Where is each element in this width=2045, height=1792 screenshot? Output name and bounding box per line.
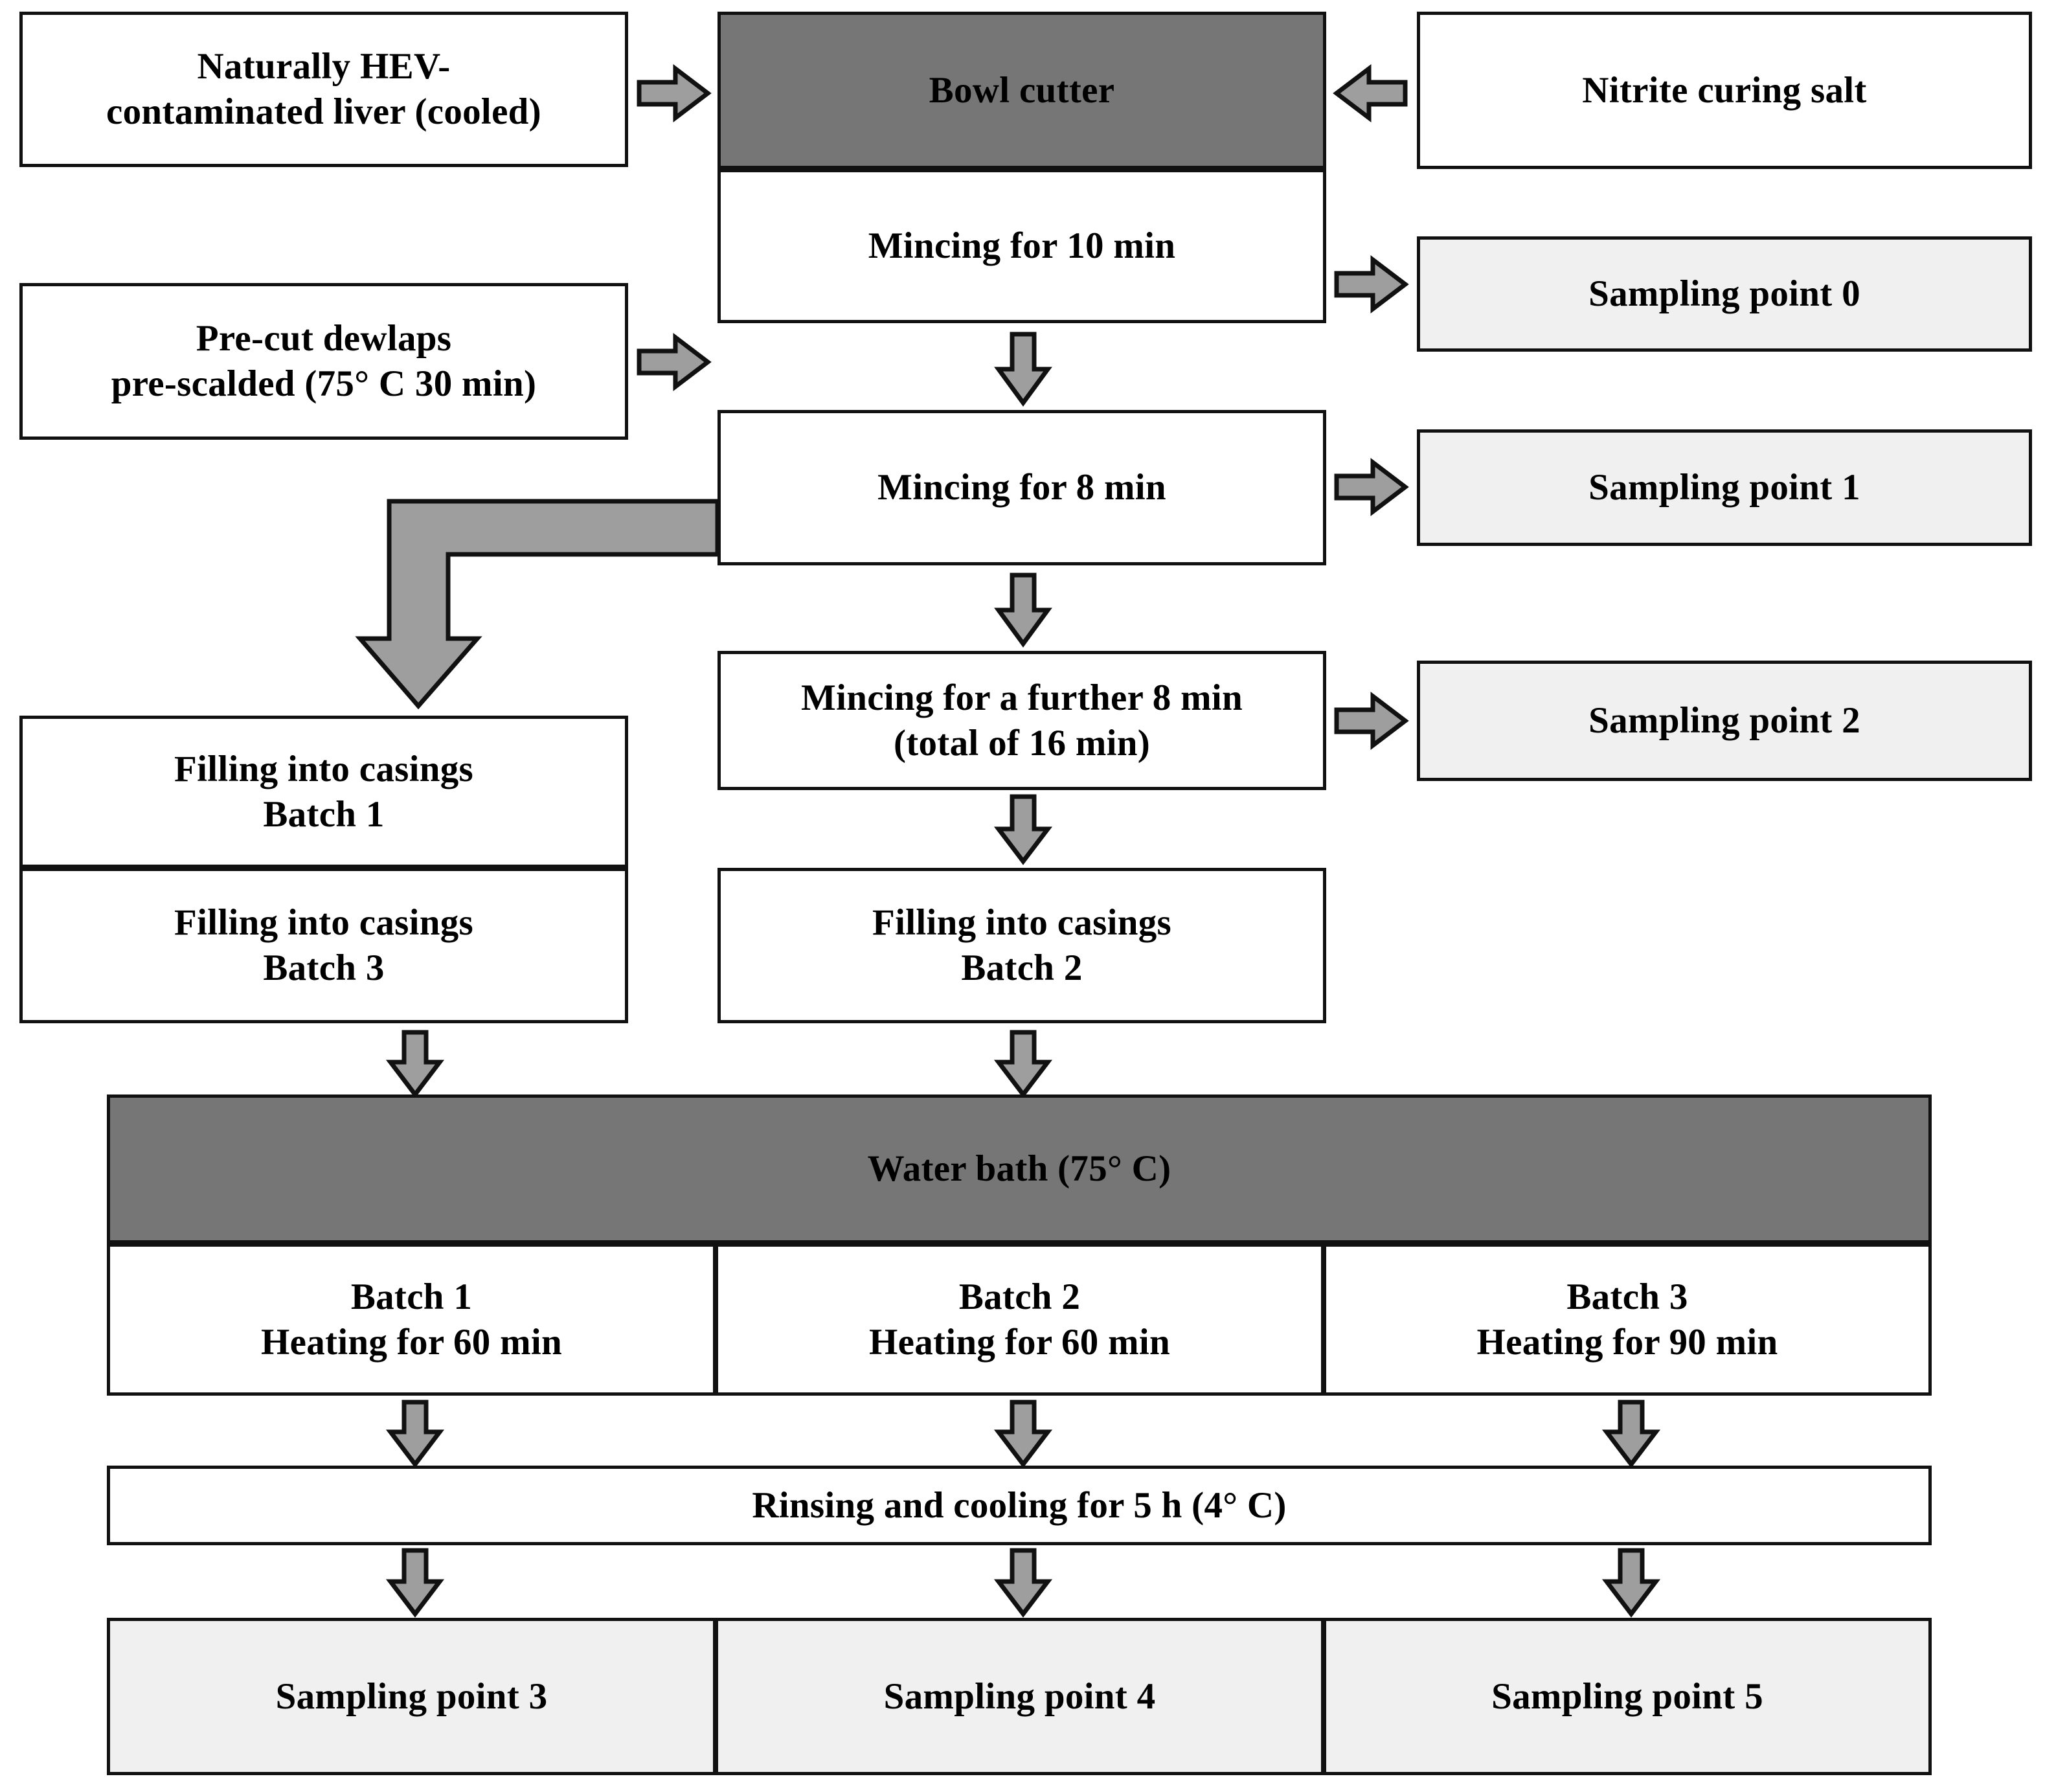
node-heating-batch-3: Batch 3 Heating for 90 min xyxy=(1323,1243,1932,1396)
arrow-mincing8-to-sampling1 xyxy=(1334,457,1409,517)
liver-line-1: Naturally HEV- xyxy=(197,46,451,87)
arrow-rinsing-to-sampling5 xyxy=(1601,1548,1661,1618)
node-rinsing-and-cooling: Rinsing and cooling for 5 h (4° C) xyxy=(107,1466,1932,1545)
filling-b1-line-2: Batch 1 xyxy=(263,793,385,835)
arrow-nitritesalt-to-bowlcutter xyxy=(1333,63,1408,123)
arrow-mincing10-to-mincing8 xyxy=(994,332,1052,407)
filling-b3-line-1: Filling into casings xyxy=(174,902,474,944)
node-mincing-for-8-min: Mincing for 8 min xyxy=(717,410,1326,565)
mincing-8-label: Mincing for 8 min xyxy=(877,467,1166,508)
mincing-further-8-line-2: (total of 16 min) xyxy=(893,722,1151,764)
arrow-mincingfurther8-to-filling-batch2 xyxy=(993,794,1053,865)
filling-b2-line-2: Batch 2 xyxy=(961,947,1083,988)
node-naturally-hev-contaminated-liver: Naturally HEV- contaminated liver (coole… xyxy=(19,12,628,167)
water-bath-label: Water bath (75° C) xyxy=(867,1148,1171,1190)
arrow-mincing8-to-filling-batch1 xyxy=(355,497,720,711)
arrow-heat-b1-to-rinsing xyxy=(385,1400,445,1468)
filling-b3-line-2: Batch 3 xyxy=(263,947,385,988)
node-sampling-point-2: Sampling point 2 xyxy=(1417,661,2032,781)
sampling-point-0-label: Sampling point 0 xyxy=(1588,273,1860,315)
dewlaps-line-1: Pre-cut dewlaps xyxy=(196,318,452,359)
node-pre-cut-dewlaps: Pre-cut dewlaps pre-scalded (75° C 30 mi… xyxy=(19,283,628,440)
node-sampling-point-3: Sampling point 3 xyxy=(107,1618,716,1775)
node-nitrite-curing-salt: Nitrite curing salt xyxy=(1417,12,2032,169)
node-heating-batch-2: Batch 2 Heating for 60 min xyxy=(715,1243,1324,1396)
heat-b2-line-1: Batch 2 xyxy=(958,1276,1081,1317)
heat-b3-line-1: Batch 3 xyxy=(1566,1276,1688,1317)
arrow-heat-b3-to-rinsing xyxy=(1601,1400,1661,1468)
arrow-mincing10-to-sampling0 xyxy=(1334,255,1409,314)
mincing-further-8-line-1: Mincing for a further 8 min xyxy=(800,677,1243,718)
node-filling-into-casings-batch-3: Filling into casings Batch 3 xyxy=(19,868,628,1023)
node-filling-into-casings-batch-2: Filling into casings Batch 2 xyxy=(717,868,1326,1023)
heat-b1-line-1: Batch 1 xyxy=(350,1276,473,1317)
node-sampling-point-0: Sampling point 0 xyxy=(1417,236,2032,352)
sampling-point-5-label: Sampling point 5 xyxy=(1491,1675,1763,1717)
arrow-heat-b2-to-rinsing xyxy=(993,1400,1053,1468)
dewlaps-line-2: pre-scalded (75° C 30 min) xyxy=(111,363,537,404)
heat-b1-line-2: Heating for 60 min xyxy=(260,1321,563,1363)
node-mincing-for-10-min: Mincing for 10 min xyxy=(717,169,1326,323)
node-sampling-point-4: Sampling point 4 xyxy=(715,1618,1324,1775)
node-filling-into-casings-batch-1: Filling into casings Batch 1 xyxy=(19,716,628,868)
node-water-bath: Water bath (75° C) xyxy=(107,1094,1932,1243)
sampling-point-2-label: Sampling point 2 xyxy=(1588,700,1860,742)
nitrite-curing-salt-label: Nitrite curing salt xyxy=(1582,69,1867,111)
arrow-rinsing-to-sampling4 xyxy=(993,1548,1053,1618)
arrow-mincingfurther8-to-sampling2 xyxy=(1334,691,1409,751)
liver-line-2: contaminated liver (cooled) xyxy=(106,91,541,132)
arrow-dewlaps-to-bowlcutter xyxy=(637,332,712,392)
sampling-point-1-label: Sampling point 1 xyxy=(1588,467,1860,508)
arrow-mincing8-to-mincingfurther8 xyxy=(994,573,1052,648)
mincing-10-label: Mincing for 10 min xyxy=(868,225,1176,267)
rinsing-label: Rinsing and cooling for 5 h (4° C) xyxy=(752,1484,1287,1526)
sampling-point-4-label: Sampling point 4 xyxy=(883,1675,1156,1717)
heat-b3-line-2: Heating for 90 min xyxy=(1476,1321,1778,1363)
filling-b1-line-1: Filling into casings xyxy=(174,748,474,789)
node-bowl-cutter: Bowl cutter xyxy=(717,12,1326,169)
arrow-filling-b2-to-waterbath xyxy=(993,1030,1053,1098)
bowl-cutter-label: Bowl cutter xyxy=(929,69,1115,111)
heat-b2-line-2: Heating for 60 min xyxy=(868,1321,1171,1363)
arrow-liver-to-bowlcutter xyxy=(637,63,712,123)
arrow-rinsing-to-sampling3 xyxy=(385,1548,445,1618)
arrow-filling-b3-to-waterbath xyxy=(385,1030,445,1098)
node-mincing-for-a-further-8-min: Mincing for a further 8 min (total of 16… xyxy=(717,651,1326,790)
node-sampling-point-5: Sampling point 5 xyxy=(1323,1618,1932,1775)
node-heating-batch-1: Batch 1 Heating for 60 min xyxy=(107,1243,716,1396)
sampling-point-3-label: Sampling point 3 xyxy=(275,1675,548,1717)
node-sampling-point-1: Sampling point 1 xyxy=(1417,429,2032,546)
filling-b2-line-1: Filling into casings xyxy=(872,902,1172,944)
